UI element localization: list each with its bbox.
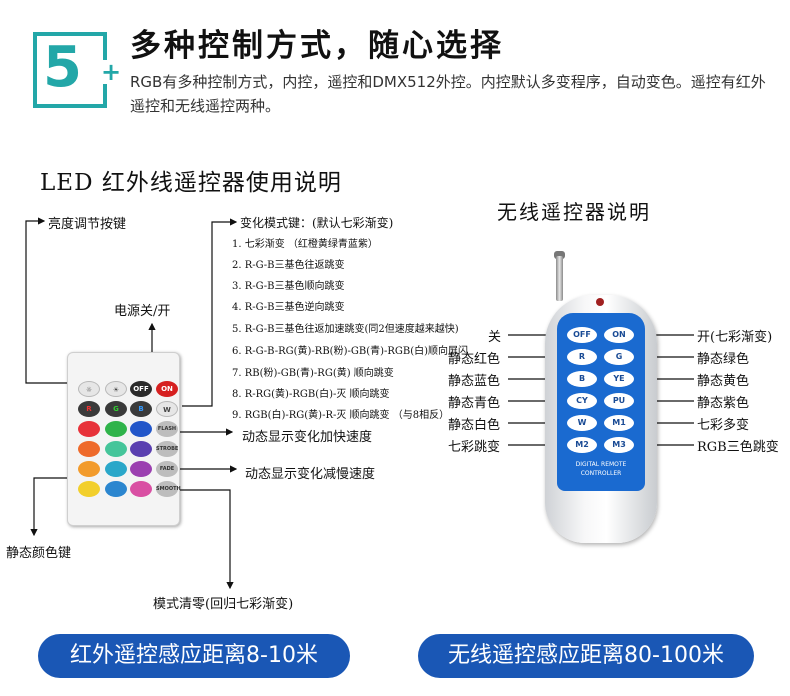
- panel-text-line: CONTROLLER: [580, 470, 622, 477]
- wl-left-label: 静态白色: [448, 418, 501, 433]
- wl-left-label: 静态蓝色: [448, 374, 501, 389]
- mode-item: 7. RB(粉)-GB(青)-RG(黄) 顺向跳变: [232, 368, 394, 379]
- brightness-down-button[interactable]: ☀: [105, 381, 127, 397]
- wl-ye-button[interactable]: YE: [604, 371, 634, 387]
- ir-range-banner: 红外遥控感应距离8-10米: [38, 634, 350, 678]
- wl-m2-button[interactable]: M2: [567, 437, 597, 453]
- wl-on-button[interactable]: ON: [604, 327, 634, 343]
- ir-color-button[interactable]: [78, 421, 100, 437]
- power-label: 电源关/开: [114, 304, 171, 319]
- wl-pu-button[interactable]: PU: [604, 393, 634, 409]
- ir-title: LED 红外线遥控器使用说明: [40, 170, 342, 196]
- badge: 5 +: [33, 32, 124, 112]
- ir-color-button[interactable]: [105, 441, 127, 457]
- panel-brand-text: DIGITAL REMOTE CONTROLLER: [557, 460, 645, 478]
- wl-b-button[interactable]: B: [567, 371, 597, 387]
- antenna-tip: [554, 251, 565, 259]
- ir-red-button[interactable]: R: [78, 401, 100, 417]
- ir-remote: ☼ ☀ OFF ON R G B W FLASH STROBE FADE SMO…: [67, 352, 181, 526]
- wl-right-label: 静态黄色: [697, 374, 750, 389]
- speed-down-label: 动态显示变化减慢速度: [245, 467, 376, 482]
- mode-item: 8. R-RG(黄)-RGB(白)-灭 顺向跳变: [232, 389, 390, 400]
- wl-right-label: 静态紫色: [697, 396, 750, 411]
- wl-right-label: 静态绿色: [697, 352, 750, 367]
- wl-r-button[interactable]: R: [567, 349, 597, 365]
- brightness-up-button[interactable]: ☼: [78, 381, 100, 397]
- wl-g-button[interactable]: G: [604, 349, 634, 365]
- ir-color-button[interactable]: [78, 461, 100, 477]
- mode-line: [182, 218, 238, 407]
- wl-cy-button[interactable]: CY: [567, 393, 597, 409]
- brightness-line: [25, 217, 88, 384]
- mode-item: 3. R-G-B三基色顺向跳变: [232, 281, 345, 292]
- mode-item: 5. R-G-B三基色往返加速跳变(同2但速度越来越快): [232, 324, 459, 335]
- wl-m1-button[interactable]: M1: [604, 415, 634, 431]
- badge-number: 5: [43, 35, 82, 100]
- wl-w-button[interactable]: W: [567, 415, 597, 431]
- reset-line: [180, 489, 234, 590]
- mode-item: 2. R-G-B三基色往返跳变: [232, 260, 345, 271]
- ir-green-button[interactable]: G: [105, 401, 127, 417]
- wl-off-button[interactable]: OFF: [567, 327, 597, 343]
- sun-icon: ☼: [85, 386, 93, 394]
- indicator-led: [596, 298, 604, 306]
- mode-item: 4. R-G-B三基色逆向跳变: [232, 302, 345, 313]
- ir-strobe-button[interactable]: STROBE: [156, 441, 178, 457]
- wl-left-label: 七彩跳变: [448, 440, 501, 455]
- wireless-range-banner: 无线遥控感应距离80-100米: [418, 634, 754, 678]
- wl-right-label: 开(七彩渐变): [697, 330, 773, 345]
- badge-plus: +: [99, 58, 124, 86]
- mode-item: 9. RGB(白)-RG(黄)-R-灭 顺向跳变 （与8相反）: [232, 410, 450, 421]
- ir-color-button[interactable]: [78, 481, 100, 497]
- wl-right-label: RGB三色跳变: [697, 440, 779, 455]
- ir-smooth-button[interactable]: SMOOTH: [156, 481, 181, 497]
- wl-left-label: 关: [488, 330, 502, 345]
- ir-off-button[interactable]: OFF: [130, 381, 152, 397]
- page-title: 多种控制方式，随心选择: [130, 28, 504, 64]
- ir-color-button[interactable]: [78, 441, 100, 457]
- panel-text-line: DIGITAL REMOTE: [575, 461, 627, 468]
- wl-right-label: 七彩多变: [697, 418, 750, 433]
- reset-label: 模式清零(回归七彩渐变): [153, 597, 294, 612]
- ir-color-button[interactable]: [105, 421, 127, 437]
- dim-sun-icon: ☀: [112, 386, 120, 394]
- speed-up-label: 动态显示变化加快速度: [242, 430, 373, 445]
- ir-blue-button[interactable]: B: [130, 401, 152, 417]
- mode-label: 变化模式键：(默认七彩渐变): [240, 216, 394, 230]
- ir-on-button[interactable]: ON: [156, 381, 178, 397]
- wireless-title: 无线遥控器说明: [497, 200, 651, 224]
- ir-fade-button[interactable]: FADE: [156, 461, 178, 477]
- ir-color-button[interactable]: [105, 461, 127, 477]
- wl-left-label: 静态红色: [448, 352, 501, 367]
- ir-color-button[interactable]: [130, 461, 152, 477]
- antenna: [556, 256, 563, 301]
- page-description: RGB有多种控制方式，内控，遥控和DMX512外控。内控默认多变程序，自动变色。…: [130, 73, 766, 115]
- ir-color-button[interactable]: [105, 481, 127, 497]
- brightness-label: 亮度调节按键: [48, 217, 127, 232]
- ir-color-button[interactable]: [130, 421, 152, 437]
- ir-color-button[interactable]: [130, 441, 152, 457]
- static-color-label: 静态颜色键: [6, 546, 72, 561]
- mode-item: 1. 七彩渐变 （红橙黄绿青蓝紫）: [232, 239, 378, 250]
- ir-color-button[interactable]: [130, 481, 152, 497]
- wl-left-label: 静态青色: [448, 396, 501, 411]
- mode-item: 6. R-G-B-RG(黄)-RB(粉)-GB(青)-RGB(白)顺向屏闪: [232, 346, 469, 357]
- wl-m3-button[interactable]: M3: [604, 437, 634, 453]
- ir-white-button[interactable]: W: [156, 401, 178, 417]
- ir-flash-button[interactable]: FLASH: [156, 421, 178, 437]
